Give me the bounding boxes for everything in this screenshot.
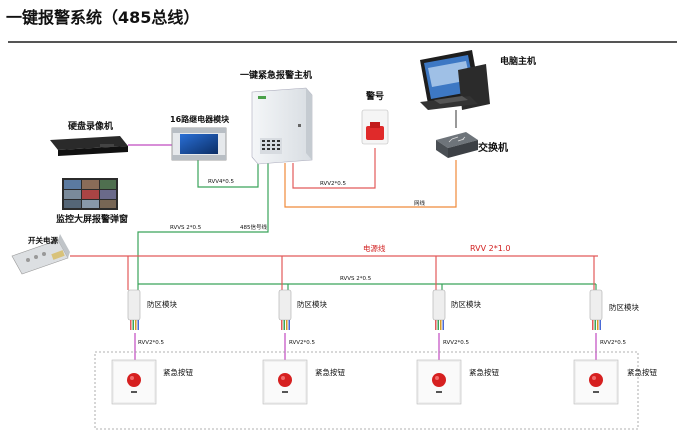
monitor-label: 监控大屏报警弹窗 (56, 213, 128, 225)
zone-label: 防区模块 (297, 299, 327, 309)
zone-module (127, 289, 141, 330)
button-label: 紧急按钮 (163, 367, 193, 377)
alarm-host-device (251, 87, 313, 165)
button-area-frame (94, 351, 639, 430)
cable-label-button: RVV2*0.5 (138, 340, 165, 346)
host-label: 一键紧急报警主机 (240, 69, 312, 81)
zone-module (432, 289, 446, 330)
cable-label-485: 485信号线 (240, 223, 267, 231)
title-divider (8, 41, 677, 43)
nvr-device (50, 136, 128, 156)
emergency-button (111, 359, 157, 405)
emergency-button (416, 359, 462, 405)
nvr-label: 硬盘录像机 (68, 120, 113, 132)
cable-label-rvv2x1: RVV 2*1.0 (470, 244, 510, 253)
cable-label-button: RVV2*0.5 (600, 340, 627, 346)
switch-label: 交换机 (478, 141, 508, 154)
zone-module (589, 289, 603, 330)
cable-label-network: 网线 (414, 199, 426, 207)
zone-label: 防区模块 (451, 299, 481, 309)
cable-label-button: RVV2*0.5 (443, 340, 470, 346)
zone-module (278, 289, 292, 330)
emergency-button (573, 359, 619, 405)
relay-host-wire (197, 160, 259, 188)
page-title: 一键报警系统（485总线） (6, 8, 200, 27)
emergency-button (262, 359, 308, 405)
button-label: 紧急按钮 (469, 367, 499, 377)
bus485-wire (137, 163, 269, 290)
host-siren-wire (292, 148, 376, 189)
cable-label-rvv4: RVV4*0.5 (208, 179, 235, 185)
zone-label: 防区模块 (147, 299, 177, 309)
network-wire (284, 160, 457, 208)
cable-label-button: RVV2*0.5 (289, 340, 316, 346)
power-supply (11, 234, 70, 275)
button-label: 紧急按钮 (315, 367, 345, 377)
network-switch (436, 132, 478, 158)
siren-label: 警号 (366, 90, 384, 102)
cable-label-rvvs-bus: RVVS 2*0.5 (340, 276, 372, 282)
pc-device (420, 50, 490, 110)
cable-label-power-line: 电源线 (363, 243, 386, 253)
cable-label-siren: RVV2*0.5 (320, 181, 347, 187)
zone-label: 防区模块 (609, 302, 639, 312)
pc-label: 电脑主机 (500, 55, 536, 67)
relay-label: 16路继电器模块 (170, 114, 230, 124)
power-supply-label: 开关电源 (28, 235, 58, 245)
siren-device (361, 109, 389, 145)
button-label: 紧急按钮 (627, 367, 657, 377)
cable-label-rvvs-left: RVVS 2*0.5 (170, 225, 202, 231)
relay-module (171, 127, 227, 161)
monitor-wall (62, 178, 118, 210)
